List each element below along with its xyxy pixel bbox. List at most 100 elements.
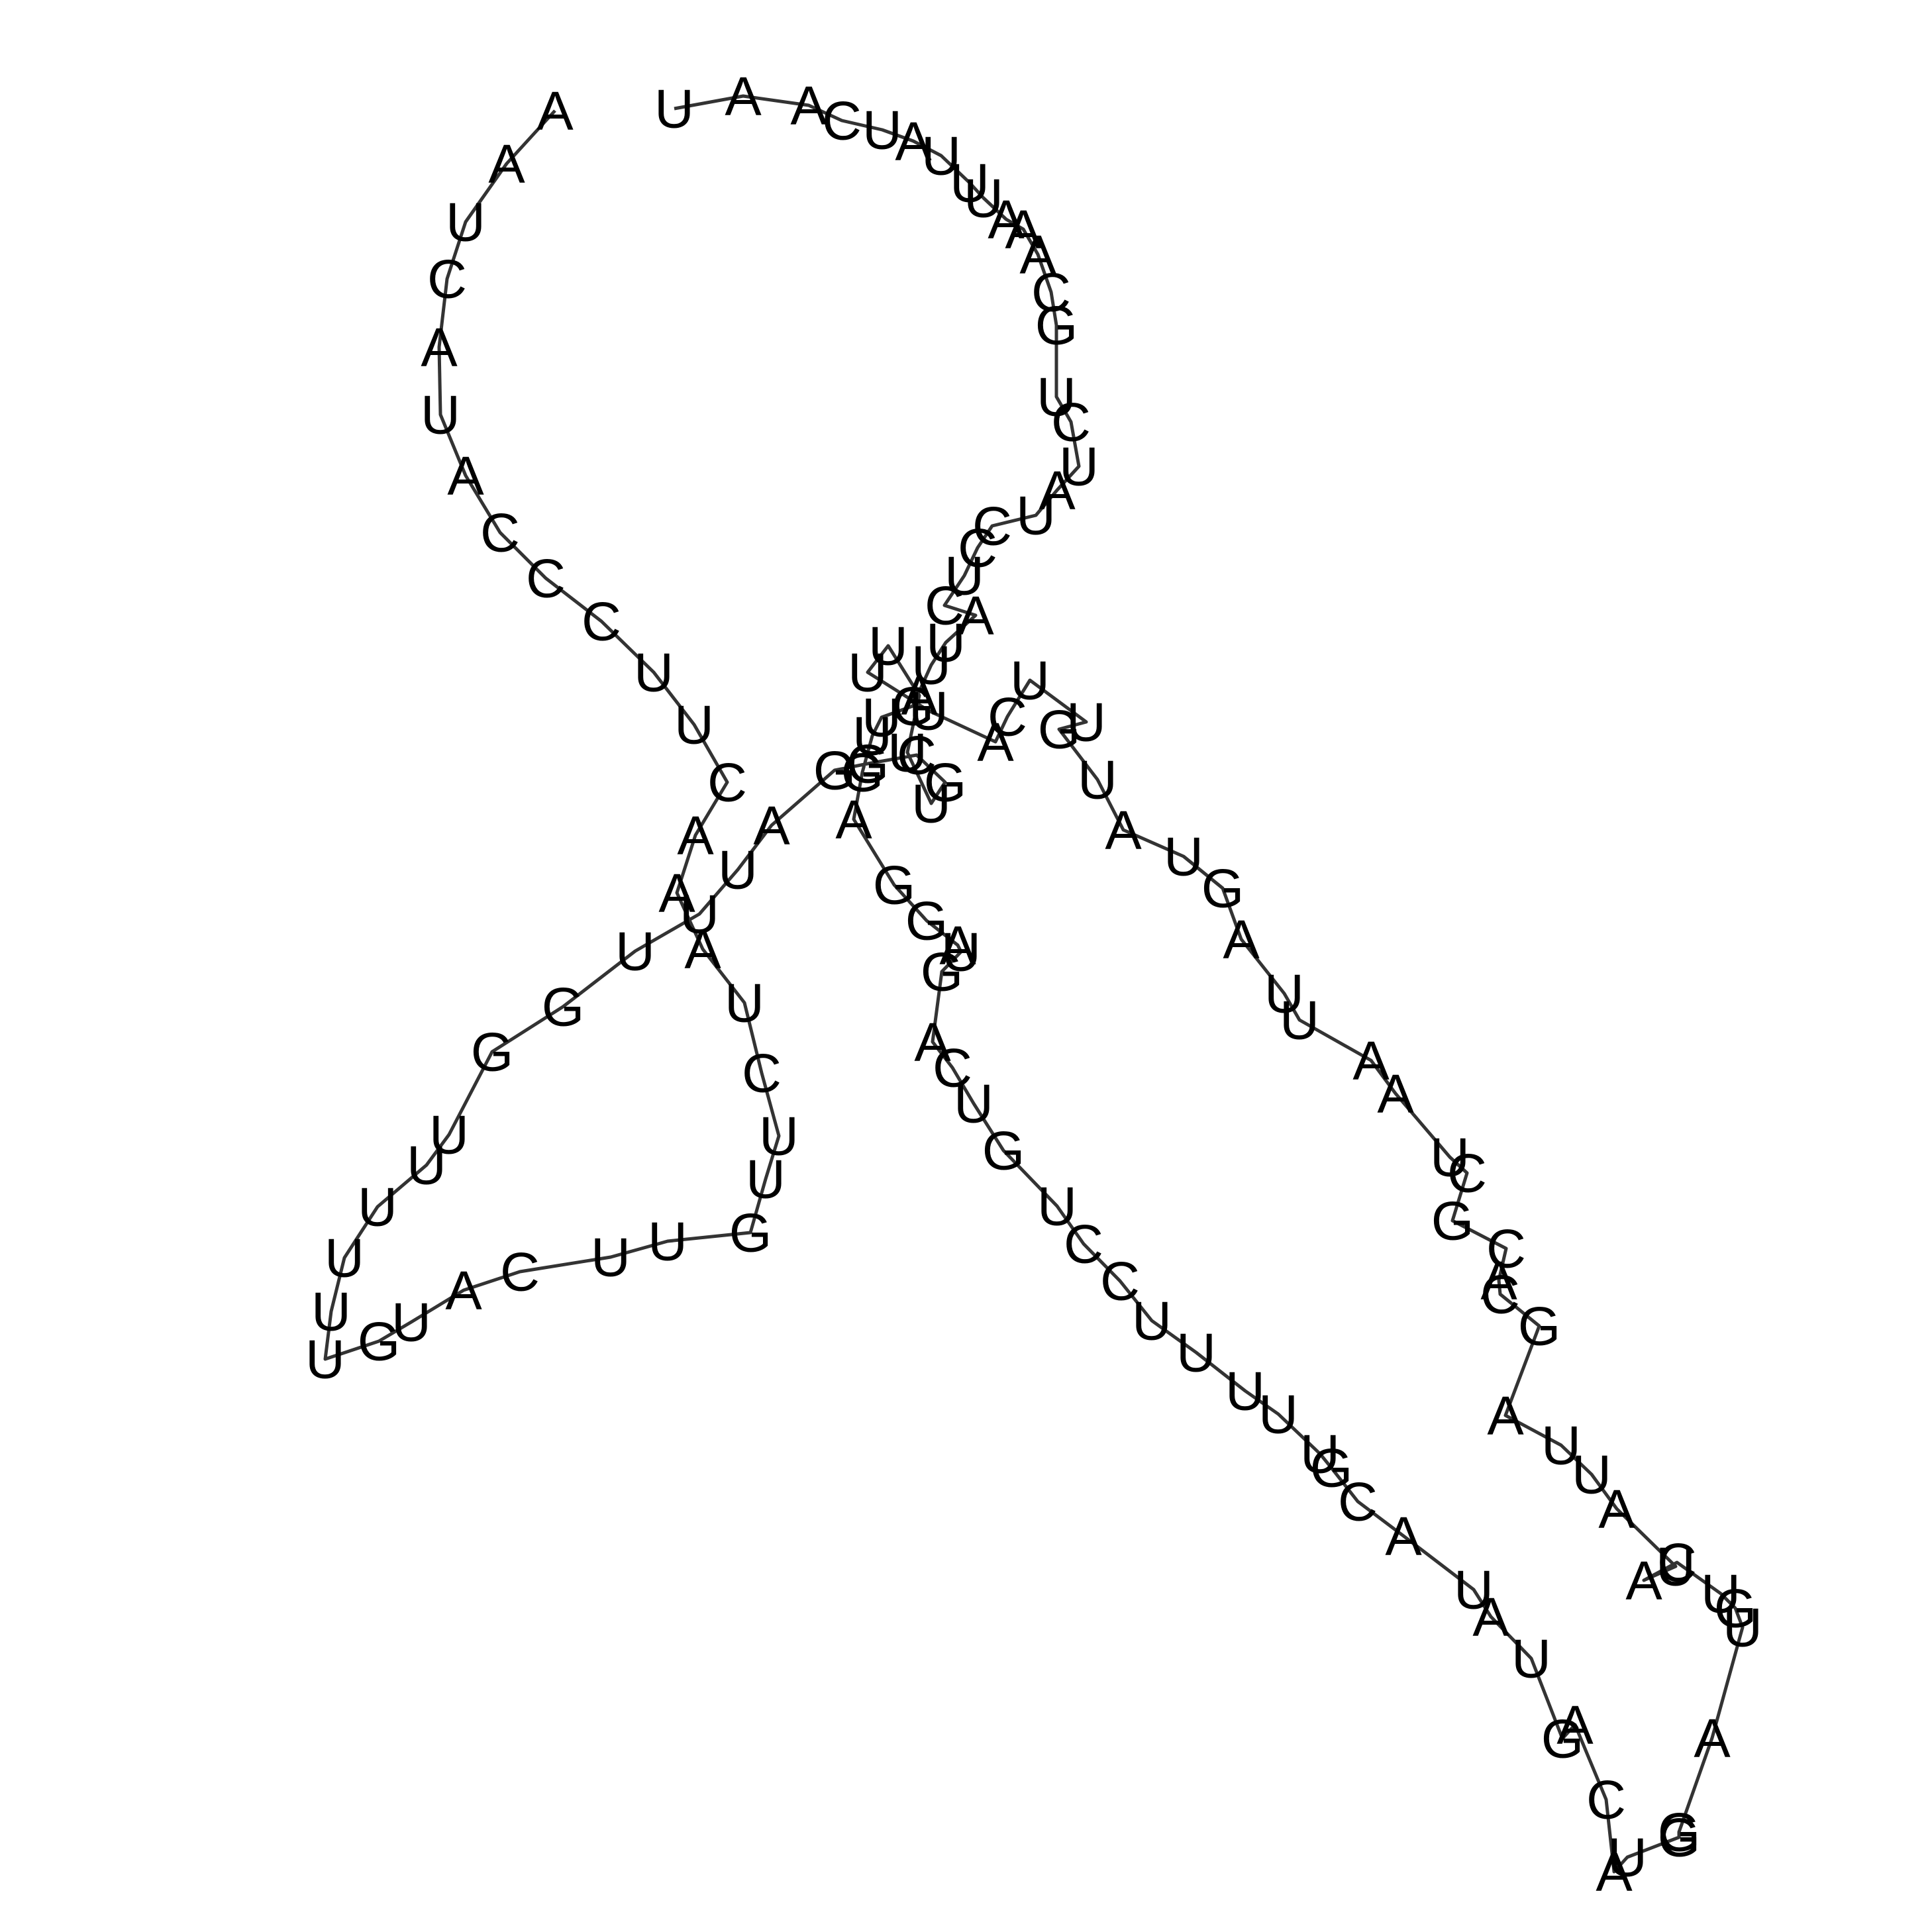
nucleotide: C (707, 752, 747, 813)
nucleotide: C (1480, 1264, 1520, 1325)
nucleotide: U (725, 972, 764, 1034)
nucleotide: C (958, 517, 997, 579)
nucleotide: U (674, 694, 714, 756)
nucleotide: C (582, 591, 621, 652)
nucleotide: A (1385, 1505, 1422, 1567)
nucleotide: C (1031, 262, 1071, 323)
nucleotide: C (1100, 1250, 1140, 1312)
nucleotide: U (680, 884, 719, 945)
nucleotide: A (1598, 1478, 1635, 1540)
nucleotide: U (746, 1148, 786, 1210)
nucleotide: A (835, 789, 872, 850)
nucleotide: U (862, 687, 901, 748)
nucleotide: U (950, 152, 990, 214)
nucleotide: A (684, 919, 721, 980)
nucleotide: U (305, 1329, 345, 1390)
nucleotide: G (1035, 295, 1078, 356)
nucleotide: A (1694, 1707, 1731, 1769)
nucleotide: C (988, 686, 1027, 748)
nucleotide: U (421, 384, 460, 446)
nucleotide: U (909, 680, 948, 742)
nucleotide: A (1105, 799, 1142, 861)
nucleotide: C (480, 502, 520, 564)
nucleotide: U (848, 642, 888, 703)
nucleotide: G (542, 976, 585, 1038)
nucleotide: U (911, 773, 951, 835)
nucleotide: U (634, 642, 674, 703)
nucleotide: U (1066, 691, 1106, 753)
nucleotide: G (471, 1021, 514, 1083)
nucleotide: U (648, 1211, 687, 1272)
nucleotide: U (852, 705, 892, 767)
nucleotide: U (391, 1292, 431, 1353)
nucleotide: G (358, 1311, 401, 1372)
nucleotide: U (1572, 1444, 1611, 1505)
nucleotide: U (1132, 1290, 1172, 1352)
nucleotide: U (1225, 1360, 1265, 1422)
nucleotide: G (873, 854, 916, 916)
nucleotide: U (1258, 1384, 1298, 1445)
nucleotide: G (1201, 858, 1245, 919)
nucleotide: C (1447, 1143, 1487, 1204)
nucleotide: G (1658, 1802, 1701, 1863)
nucleotide: U (1176, 1322, 1216, 1384)
nucleotide: G (982, 1120, 1025, 1182)
nucleotide: U (1059, 436, 1099, 497)
nucleotide: U (718, 839, 758, 901)
nucleotide: G (1518, 1296, 1561, 1357)
nucleotide: A (790, 75, 827, 136)
nucleotide: U (358, 1176, 397, 1238)
nucleotide: G (1038, 699, 1081, 760)
nucleotide: U (1300, 1423, 1340, 1485)
nucleotide: A (957, 585, 994, 646)
nucleotide: A (1625, 1550, 1662, 1611)
nucleotide: A (536, 80, 574, 142)
nucleotide: C (1064, 1213, 1103, 1275)
nucleotide: A (1019, 224, 1056, 285)
nucleotide: A (939, 915, 976, 976)
nucleotide: U (446, 191, 485, 253)
rna-backbone (323, 94, 1745, 1874)
nucleotide: U (1016, 485, 1056, 546)
nucleotide: A (1377, 1063, 1414, 1125)
nucleotide: U (1511, 1628, 1551, 1690)
nucleotide: G (891, 676, 935, 737)
nucleotide: A (753, 795, 790, 856)
nucleotide: U (1656, 1536, 1696, 1598)
nucleotide: G (813, 740, 856, 801)
nucleotide: A (901, 665, 938, 727)
nucleotide: A (1352, 1030, 1390, 1092)
nucleotide: A (988, 189, 1025, 250)
nucleotide: U (1430, 1127, 1470, 1188)
nucleotide: U (311, 1281, 351, 1343)
nucleotide: G (1541, 1708, 1584, 1770)
nucleotide: U (429, 1104, 469, 1166)
nucleotide: U (1723, 1597, 1762, 1658)
nucleotide: G (921, 941, 964, 1003)
nucleotide: A (658, 862, 695, 924)
nucleotide: A (1472, 1586, 1509, 1648)
nucleotide: A (1480, 1250, 1517, 1311)
nucleotide: U (1037, 1176, 1077, 1237)
nucleotide: U (759, 1105, 799, 1167)
nucleotide: A (1005, 199, 1042, 260)
nucleotide: C (427, 248, 467, 310)
nucleotide-labels: AAUCAUACCCUUCAAAUCUUGUUCAUGUUUUUUGGUUUAG… (305, 66, 1762, 1903)
nucleotide: U (921, 125, 961, 187)
nucleotide: C (897, 725, 937, 786)
nucleotide: G (1714, 1578, 1757, 1639)
nucleotide: A (445, 1260, 482, 1321)
nucleotide: A (1596, 1841, 1633, 1903)
nucleotide: G (905, 890, 948, 952)
nucleotide: U (1078, 749, 1117, 811)
nucleotide: C (1338, 1471, 1378, 1533)
nucleotide: A (1223, 909, 1260, 970)
nucleotide: U (862, 99, 902, 161)
nucleotide: C (1051, 391, 1091, 453)
nucleotide: U (615, 921, 655, 982)
nucleotide: G (846, 733, 890, 795)
nucleotide: U (1454, 1559, 1494, 1621)
nucleotide: G (841, 742, 884, 803)
nucleotide: U (1280, 990, 1319, 1051)
